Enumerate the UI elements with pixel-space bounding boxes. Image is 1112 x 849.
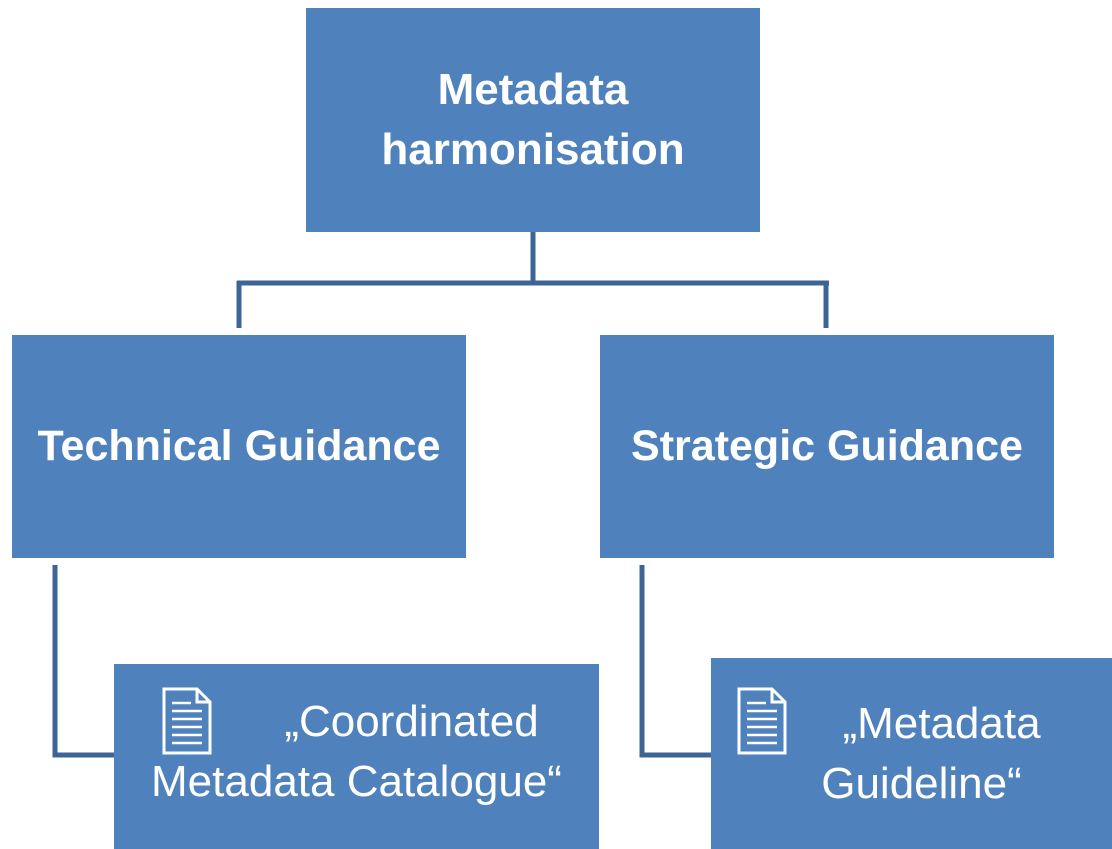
item-catalogue-line1: „Coordinated [284, 697, 539, 746]
strategic-to-guideline-elbow [639, 565, 711, 758]
root-node-line1: Metadata [437, 65, 629, 114]
item-guideline-text: „Metadata Guideline“ [711, 694, 1112, 814]
item-guideline-line1: „Metadata [842, 699, 1041, 748]
node-technical-guidance-label: Technical Guidance [37, 422, 441, 470]
node-technical-guidance: Technical Guidance [12, 335, 466, 558]
item-guideline-line2: Guideline“ [821, 759, 1022, 808]
root-node-metadata-harmonisation: Metadata harmonisation [306, 8, 760, 232]
root-node-line2: harmonisation [381, 125, 685, 174]
document-icon [737, 687, 787, 755]
item-catalogue-text: „Coordinated Metadata Catalogue“ [114, 692, 599, 812]
node-strategic-guidance: Strategic Guidance [600, 335, 1054, 558]
item-metadata-guideline: „Metadata Guideline“ [711, 658, 1112, 849]
document-icon [162, 687, 212, 755]
item-catalogue-line2: Metadata Catalogue“ [151, 757, 562, 806]
technical-to-catalogue-elbow [52, 565, 114, 758]
node-strategic-guidance-label: Strategic Guidance [631, 422, 1023, 470]
item-coordinated-metadata-catalogue: „Coordinated Metadata Catalogue“ [114, 664, 599, 849]
